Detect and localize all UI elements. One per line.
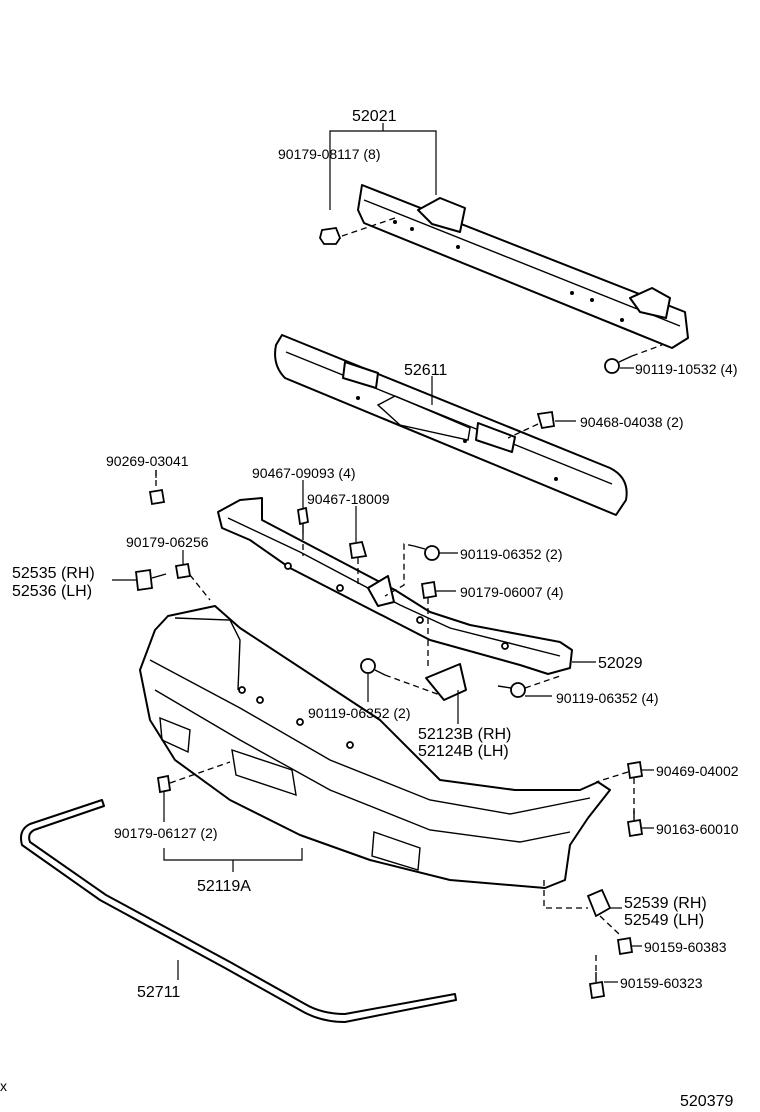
label-90467-18009: 90467-18009 [307,491,390,507]
screw-90159-60323 [588,972,606,1000]
label-90119-06352-a: 90119-06352 (2) [460,546,562,562]
label-52536: 52536 (LH) [12,583,92,600]
label-52123B: 52123B (RH) [418,726,511,743]
label-90179-08117: 90179-08117 (8) [278,146,380,162]
bolt-90119-06352-a [413,545,440,561]
label-90119-06352-c: 90119-06352 (4) [556,690,658,706]
bumper-moulding-52711 [20,799,457,1023]
clip-90179-06256 [174,562,192,580]
label-90467-09093: 90467-09093 (4) [252,465,356,481]
label-90469-04002: 90469-04002 [656,763,739,779]
bracket-52123B-52124B [425,663,467,701]
bumper-retainer-52029 [217,497,573,675]
bumper-cover-52119A [139,605,611,889]
clip-90179-06007 [420,580,438,600]
label-90159-60383: 90159-60383 [644,939,727,955]
clip-90467-18009 [348,540,368,560]
clip-90179-06127 [156,774,172,794]
label-90163-60010: 90163-60010 [656,821,739,837]
clip-90179-08117 [319,227,342,245]
bolt-90119-06352-c [497,682,526,698]
label-52029: 52029 [598,655,643,672]
label-52021: 52021 [352,108,397,125]
label-90119-10532: 90119-10532 (4) [635,361,737,377]
label-90468-04038: 90468-04038 (2) [580,414,684,430]
label-52711: 52711 [137,984,180,1001]
energy-absorber-52611 [274,334,628,516]
label-52124B: 52124B (LH) [418,743,509,760]
bolt-90119-10532 [604,355,633,374]
clip-90469-04002 [626,760,644,780]
label-90179-06256: 90179-06256 [126,534,209,550]
label-52535: 52535 (RH) [12,565,95,582]
screw-90159-60383 [616,936,634,956]
label-90179-06007: 90179-06007 (4) [460,584,564,600]
label-52549: 52549 (LH) [624,912,704,929]
screw-90163-60010 [626,810,644,838]
label-90179-06127: 90179-06127 (2) [114,825,218,841]
label-52119A: 52119A [197,878,251,895]
part-labels: 52021 90179-08117 (8) 52611 90119-10532 … [0,108,739,1110]
label-90269-03041: 90269-03041 [106,453,189,469]
bracket-52539-52549 [586,888,612,918]
label-52539: 52539 (RH) [624,895,707,912]
bracket-52535-52536 [135,568,167,592]
bolt-90467-09093 [296,506,310,534]
diagram-id: 520379 [680,1093,733,1110]
clip-90269-03041 [148,488,166,506]
label-90119-06352-b: 90119-06352 (2) [308,705,410,721]
clip-90468-04038 [536,410,556,430]
bumper-reinforcement-52021 [357,184,689,349]
label-52611: 52611 [404,362,447,379]
bolt-90119-06352-b [360,658,386,676]
label-90159-60323: 90159-60323 [620,975,703,991]
corner-mark: x [0,1078,7,1094]
